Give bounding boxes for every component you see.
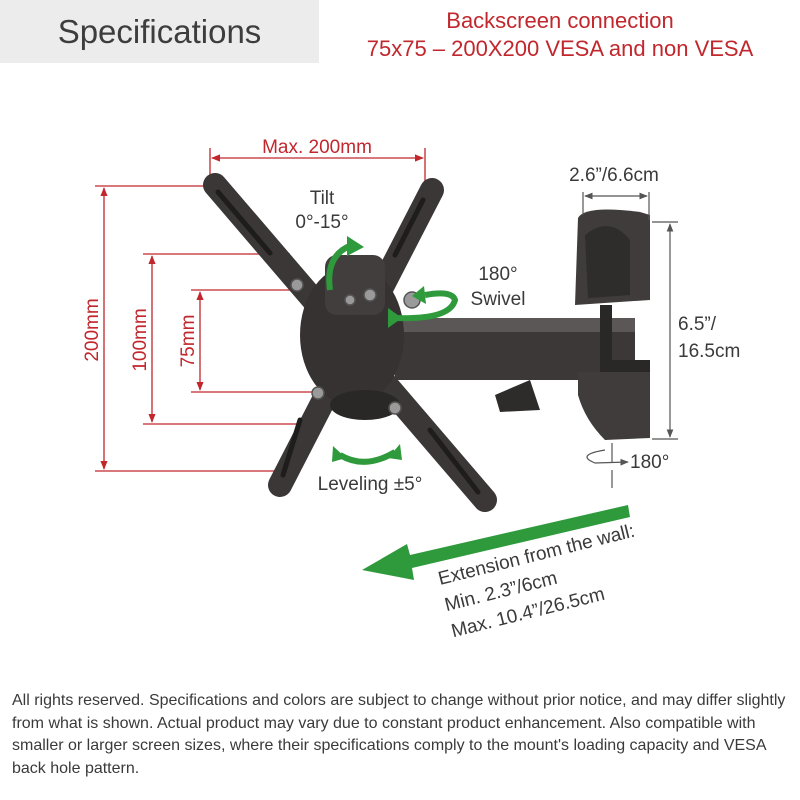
red-dimension-lines [95,148,426,472]
vesa-range: 75x75 – 200X200 VESA and non VESA [366,36,754,61]
mount-product [203,173,650,512]
dim-200mm-label: 200mm [82,298,103,361]
plate-dimension-lines [582,192,678,488]
leveling-arrow-icon [338,449,397,465]
header-panel [0,0,319,63]
connection-title: Backscreen connection [446,8,674,33]
swivel-degree-label: 180° [478,264,517,285]
plate-width-label: 2.6”/6.6cm [569,165,659,186]
extension-arrow-icon [362,505,630,580]
disclaimer-text: All rights reserved. Specifications and … [12,692,786,777]
dim-75mm-label: 75mm [178,315,199,368]
leveling-label: Leveling ±5° [318,474,423,495]
wall-rotation-label: 180° [630,452,669,473]
plate-height-label-1: 6.5”/ [678,314,717,335]
tilt-label: Tilt [310,188,335,209]
page-title: Specifications [57,13,262,50]
plate-height-label-2: 16.5cm [678,341,740,362]
max-width-label: Max. 200mm [262,137,372,158]
tilt-range-label: 0°-15° [295,212,348,233]
dim-100mm-label: 100mm [130,308,151,371]
swivel-label: Swivel [471,289,526,310]
swivel-arrow-icon [394,290,459,322]
